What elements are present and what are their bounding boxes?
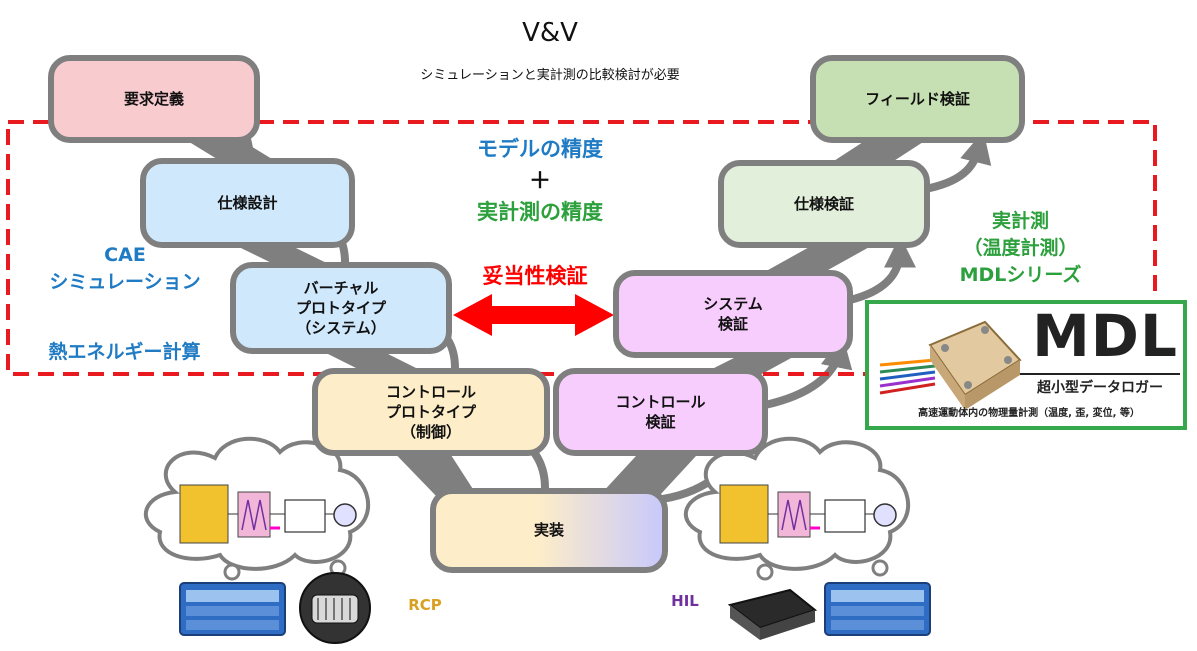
validation-arrow — [453, 294, 614, 336]
hil-label: HIL — [671, 592, 699, 610]
thermal-energy-label: 熱エネルギー計算 — [48, 341, 201, 363]
motor-icon — [299, 572, 371, 644]
mdl-panel-frame — [865, 300, 1187, 430]
mdl-logo: MDL — [1032, 302, 1178, 370]
mdl-tagline: 超小型データロガー — [1020, 373, 1180, 397]
mdl-device-icon — [879, 320, 1022, 410]
measurement-accuracy-label: 実計測の精度 — [477, 200, 603, 224]
validation-label: 妥当性検証 — [482, 264, 588, 288]
field-verification-box: フィールド検証 — [810, 55, 1025, 143]
control-verification-box: コントロール 検証 — [553, 368, 768, 456]
control-prototype-box: コントロール プロトタイプ （制御） — [312, 368, 550, 456]
plus-label: ＋ — [528, 169, 551, 194]
mdl-caption: 高速運動体内の物理量計測（温度, 歪, 変位, 等） — [918, 408, 1140, 419]
ecu-icon — [727, 588, 818, 640]
diagram-subtitle: シミュレーションと実計測の比較検討が必要 — [420, 68, 680, 83]
system-verification-box: システム 検証 — [613, 270, 853, 358]
spec-design-box: 仕様設計 — [140, 158, 355, 248]
arrow-cverify-to-sverify — [761, 335, 853, 409]
requirements-box: 要求定義 — [48, 55, 260, 143]
hil-rack-icon — [824, 582, 931, 636]
spec-verification-box: 仕様検証 — [718, 160, 930, 248]
implementation-box: 実装 — [430, 488, 668, 573]
real-measurement-label: 実計測 （温度計測） MDLシリーズ — [959, 210, 1082, 286]
diagram-title: V&V — [522, 18, 578, 48]
rcp-schematic — [179, 484, 357, 544]
cloud-tail-dots — [223, 559, 889, 581]
arrow-specv-to-field — [926, 131, 992, 192]
rcp-rack-icon — [179, 582, 286, 636]
hil-schematic — [719, 484, 897, 544]
cae-simulation-label: CAE シミュレーション — [49, 244, 201, 293]
rcp-label: RCP — [408, 596, 442, 614]
model-accuracy-label: モデルの精度 — [477, 137, 603, 161]
virtual-prototype-box: バーチャル プロトタイプ （システム） — [230, 262, 452, 354]
arrow-sverify-to-specv — [846, 235, 916, 304]
